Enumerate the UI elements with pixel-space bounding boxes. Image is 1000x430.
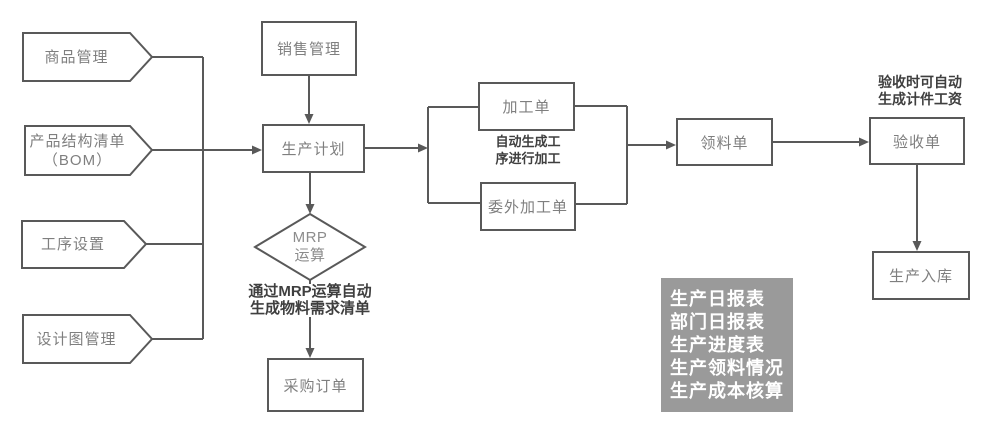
arrowhead-into-requisition [666, 140, 676, 150]
node-production-warehouse-in: 生产入库 [872, 251, 970, 300]
node-material-requisition: 领料单 [676, 118, 773, 166]
report-item-material-requisition-status: 生产领料情况 [670, 358, 784, 378]
input-bom-label-line2: （BOM） [42, 151, 113, 169]
annotation-mrp-note-line2: 生成物料需求清单 [249, 299, 370, 317]
node-work-order: 加工单 [478, 82, 575, 131]
orders-right-bracket [575, 105, 628, 205]
arrowhead-into-warehousein [912, 241, 922, 251]
node-purchase-order: 采购订单 [267, 358, 364, 412]
report-item-daily-department: 部门日报表 [670, 312, 765, 332]
annotation-acceptance-note-line1: 验收时可自动 [878, 74, 962, 90]
node-work-order-label: 加工单 [502, 99, 551, 116]
node-sales-management: 销售管理 [261, 21, 357, 76]
node-outsourced-work-order: 委外加工单 [480, 182, 576, 231]
input-goods-management: 商品管理 [23, 33, 130, 81]
report-item-daily-production: 生产日报表 [670, 289, 765, 309]
node-purchase-order-label: 采购订单 [283, 377, 348, 395]
reports-panel: 生产日报表 部门日报表 生产进度表 生产领料情况 生产成本核算 [661, 278, 793, 412]
annotation-mrp-note-line1: 通过MRP运算自动 [248, 283, 372, 300]
node-mrp-label-line2: 运算 [294, 247, 326, 264]
annotation-acceptance-note-line2: 生成计件工资 [878, 91, 962, 107]
node-acceptance-form: 验收单 [869, 117, 965, 165]
pentagon-shape-design [22, 314, 154, 364]
arrowhead-into-orders-bracket [418, 143, 428, 153]
node-production-plan-label: 生产计划 [281, 141, 346, 158]
node-production-warehouse-in-label: 生产入库 [888, 268, 953, 285]
input-goods-management-label: 商品管理 [44, 48, 109, 66]
arrowhead-into-plan-top [304, 114, 314, 124]
pentagon-shape-bom [24, 125, 154, 176]
node-sales-management-label: 销售管理 [276, 41, 341, 58]
orders-left-bracket [427, 106, 480, 204]
arrowheads [252, 114, 922, 358]
annotation-process-note-line1: 自动生成工 [495, 134, 561, 149]
pentagon-shape-goods [22, 32, 154, 82]
node-production-plan: 生产计划 [262, 124, 365, 173]
left-inputs-trunk-connector [146, 56, 204, 340]
report-item-production-cost: 生产成本核算 [670, 381, 784, 401]
annotation-process-note-line2: 序进行加工 [495, 150, 561, 166]
input-bom: 产品结构清单 （BOM） [25, 126, 130, 175]
input-design-management-label: 设计图管理 [36, 330, 117, 348]
node-mrp-label-line1: MRP [292, 229, 328, 246]
arrowhead-into-acceptance [859, 137, 869, 147]
node-mrp-calculation: MRP 运算 [255, 214, 365, 280]
input-design-management: 设计图管理 [23, 315, 130, 363]
annotation-acceptance-note: 验收时可自动 生成计件工资 [870, 74, 970, 108]
arrowhead-into-plan-left [252, 145, 262, 155]
node-material-requisition-label: 领料单 [700, 134, 749, 152]
node-outsourced-work-order-label: 委外加工单 [487, 199, 568, 216]
arrowhead-into-purchase [305, 348, 315, 358]
report-item-production-progress: 生产进度表 [670, 335, 765, 355]
input-bom-label-line1: 产品结构清单 [29, 132, 126, 150]
input-process-setup-label: 工序设置 [40, 236, 105, 253]
arrowhead-into-mrp [305, 204, 315, 214]
input-process-setup: 工序设置 [22, 221, 124, 268]
node-acceptance-form-label: 验收单 [892, 133, 941, 151]
pentagon-shape-process-setup [21, 220, 148, 269]
annotation-process-note: 自动生成工 序进行加工 [478, 134, 578, 167]
annotation-mrp-note: 通过MRP运算自动 生成物料需求清单 [240, 283, 380, 317]
